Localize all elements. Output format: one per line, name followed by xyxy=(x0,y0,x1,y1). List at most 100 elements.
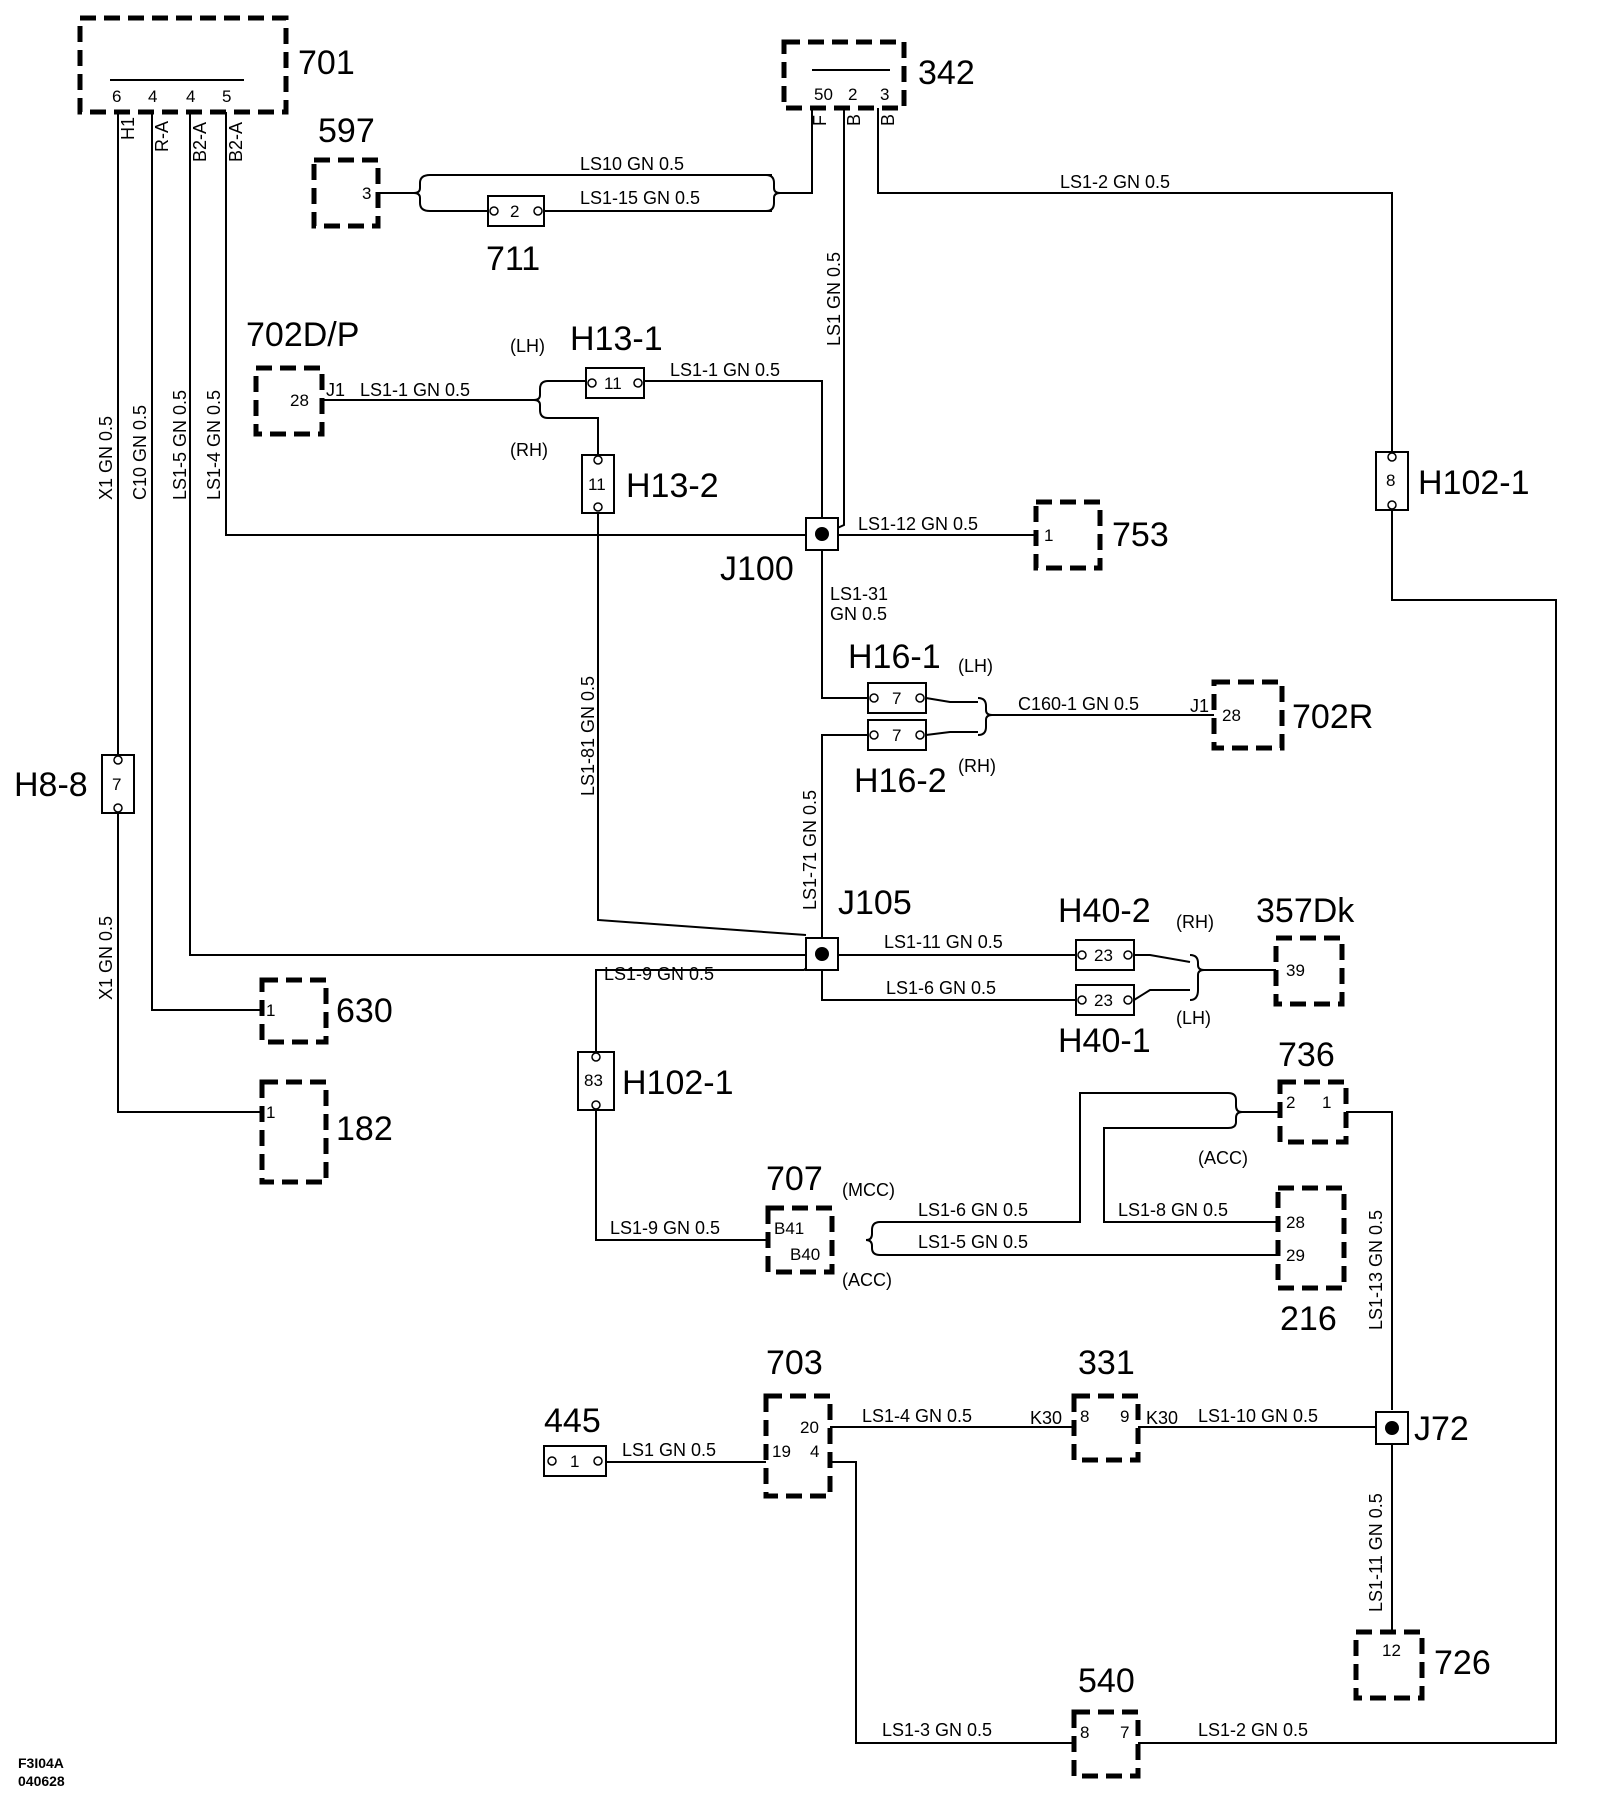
svg-text:4: 4 xyxy=(810,1442,819,1461)
svg-text:LS1-71 GN 0.5: LS1-71 GN 0.5 xyxy=(800,790,820,910)
wire-ls1-3 xyxy=(830,1461,1074,1744)
wire-597-342 xyxy=(780,108,813,194)
module-357dk: 357Dk 39 xyxy=(1256,892,1355,1007)
figure-code: F3I04A xyxy=(18,1755,64,1771)
svg-text:J72: J72 xyxy=(1414,1410,1469,1448)
brace-707 xyxy=(865,1221,881,1256)
svg-text:(ACC): (ACC) xyxy=(842,1270,892,1290)
svg-text:7: 7 xyxy=(112,775,121,794)
wire-ls1-4 xyxy=(225,112,822,536)
svg-text:H40-1: H40-1 xyxy=(1058,1022,1151,1060)
svg-text:702R: 702R xyxy=(1292,698,1373,736)
wire-ls1-1-b xyxy=(644,380,823,520)
svg-text:B: B xyxy=(878,114,898,126)
svg-text:H40-2: H40-2 xyxy=(1058,892,1151,930)
svg-text:711: 711 xyxy=(486,240,540,278)
svg-text:7: 7 xyxy=(892,726,901,745)
svg-text:LS1 GN 0.5: LS1 GN 0.5 xyxy=(622,1440,716,1460)
svg-text:B40: B40 xyxy=(790,1245,820,1264)
svg-text:(ACC): (ACC) xyxy=(1198,1148,1248,1168)
module-707: 707 B41 B40 xyxy=(765,1160,835,1275)
svg-text:H13-2: H13-2 xyxy=(626,467,719,505)
svg-text:H16-2: H16-2 xyxy=(854,762,947,800)
svg-text:216: 216 xyxy=(1280,1300,1337,1338)
svg-text:C160-1 GN 0.5: C160-1 GN 0.5 xyxy=(1018,694,1139,714)
wire-ls1-2-top xyxy=(877,108,1393,455)
svg-text:707: 707 xyxy=(766,1160,823,1198)
brace-597 xyxy=(413,174,431,212)
connector-h102-1-mid: 83 H102-1 xyxy=(577,1051,734,1111)
svg-text:LS1-9 GN 0.5: LS1-9 GN 0.5 xyxy=(610,1218,720,1238)
brace-736 xyxy=(1227,1092,1243,1129)
svg-text:F: F xyxy=(810,115,830,126)
svg-text:5: 5 xyxy=(222,87,231,106)
svg-text:R-A: R-A xyxy=(152,121,172,152)
svg-text:B: B xyxy=(844,114,864,126)
svg-text:B2-A: B2-A xyxy=(190,122,210,162)
svg-text:11: 11 xyxy=(604,374,622,393)
svg-text:19: 19 xyxy=(772,1442,791,1461)
module-726: 726 12 xyxy=(1353,1629,1491,1701)
svg-text:LS1-11 GN 0.5: LS1-11 GN 0.5 xyxy=(884,932,1003,952)
svg-text:H16-1: H16-1 xyxy=(848,638,941,676)
wire-ls1-31 xyxy=(821,550,868,699)
wire-h13-rh xyxy=(548,417,599,455)
svg-text:7: 7 xyxy=(892,689,901,708)
svg-text:(MCC): (MCC) xyxy=(842,1180,895,1200)
svg-text:K30: K30 xyxy=(1146,1408,1178,1428)
svg-text:(RH): (RH) xyxy=(510,440,548,460)
svg-text:(LH): (LH) xyxy=(510,336,545,356)
module-753: 753 1 xyxy=(1033,499,1169,571)
svg-text:J105: J105 xyxy=(838,884,912,922)
svg-text:J1: J1 xyxy=(326,380,345,400)
wire-ls1-9-b xyxy=(595,1107,768,1241)
svg-text:630: 630 xyxy=(336,992,393,1030)
svg-text:39: 39 xyxy=(1286,961,1305,980)
svg-text:9: 9 xyxy=(1120,1407,1129,1426)
svg-text:1: 1 xyxy=(570,1452,579,1471)
svg-text:(RH): (RH) xyxy=(1176,912,1214,932)
svg-text:LS1-5 GN 0.5: LS1-5 GN 0.5 xyxy=(918,1232,1028,1252)
svg-text:LS10 GN 0.5: LS10 GN 0.5 xyxy=(580,154,684,174)
svg-text:753: 753 xyxy=(1112,516,1169,554)
svg-text:331: 331 xyxy=(1078,1344,1135,1382)
module-702r: 702R 28 J1 xyxy=(1190,679,1373,751)
brace-h13 xyxy=(533,380,549,419)
wire-ls1-5 xyxy=(189,78,822,956)
module-342: 342 50 2 3 F B B xyxy=(781,39,975,126)
svg-text:2: 2 xyxy=(1286,1093,1295,1112)
svg-text:X1 GN 0.5: X1 GN 0.5 xyxy=(96,916,116,1000)
svg-text:LS1-10 GN 0.5: LS1-10 GN 0.5 xyxy=(1198,1406,1318,1426)
wire-x1-lower xyxy=(117,800,262,1113)
figure-date: 040628 xyxy=(18,1773,65,1789)
svg-text:LS1-3 GN 0.5: LS1-3 GN 0.5 xyxy=(882,1720,992,1740)
svg-text:28: 28 xyxy=(290,391,309,410)
svg-text:1: 1 xyxy=(1322,1093,1331,1112)
svg-text:7: 7 xyxy=(1120,1723,1129,1742)
svg-text:4: 4 xyxy=(186,87,195,106)
svg-text:1: 1 xyxy=(266,1103,275,1122)
svg-text:LS1-2 GN 0.5: LS1-2 GN 0.5 xyxy=(1060,172,1170,192)
wire-ls1-8 xyxy=(1103,1127,1278,1223)
side-tags: (LH) (RH) (LH) (RH) (RH) (LH) (ACC) (MCC… xyxy=(510,336,1248,1290)
wire-ls1-6-b xyxy=(880,1092,1228,1223)
svg-text:342: 342 xyxy=(918,54,975,92)
svg-text:H13-1: H13-1 xyxy=(570,320,663,358)
svg-text:B2-A: B2-A xyxy=(226,122,246,162)
svg-text:K30: K30 xyxy=(1030,1408,1062,1428)
svg-text:3: 3 xyxy=(362,184,371,203)
svg-text:LS1-6 GN 0.5: LS1-6 GN 0.5 xyxy=(886,978,996,998)
svg-text:C10 GN 0.5: C10 GN 0.5 xyxy=(130,405,150,500)
svg-text:LS1-81 GN 0.5: LS1-81 GN 0.5 xyxy=(578,676,598,796)
svg-text:(LH): (LH) xyxy=(958,656,993,676)
svg-text:702D/P: 702D/P xyxy=(246,316,359,354)
svg-text:357Dk: 357Dk xyxy=(1256,892,1355,930)
connector-h16-1: 7 H16-1 xyxy=(848,638,941,714)
splice-j72: J72 xyxy=(1375,1410,1469,1448)
svg-text:LS1-4 GN 0.5: LS1-4 GN 0.5 xyxy=(204,390,224,500)
wire-ls1-13 xyxy=(1338,1111,1393,1410)
svg-text:B41: B41 xyxy=(774,1219,804,1238)
module-540: 540 8 7 xyxy=(1071,1662,1141,1779)
splice-j105: J105 xyxy=(805,884,912,971)
svg-text:3: 3 xyxy=(880,85,889,104)
